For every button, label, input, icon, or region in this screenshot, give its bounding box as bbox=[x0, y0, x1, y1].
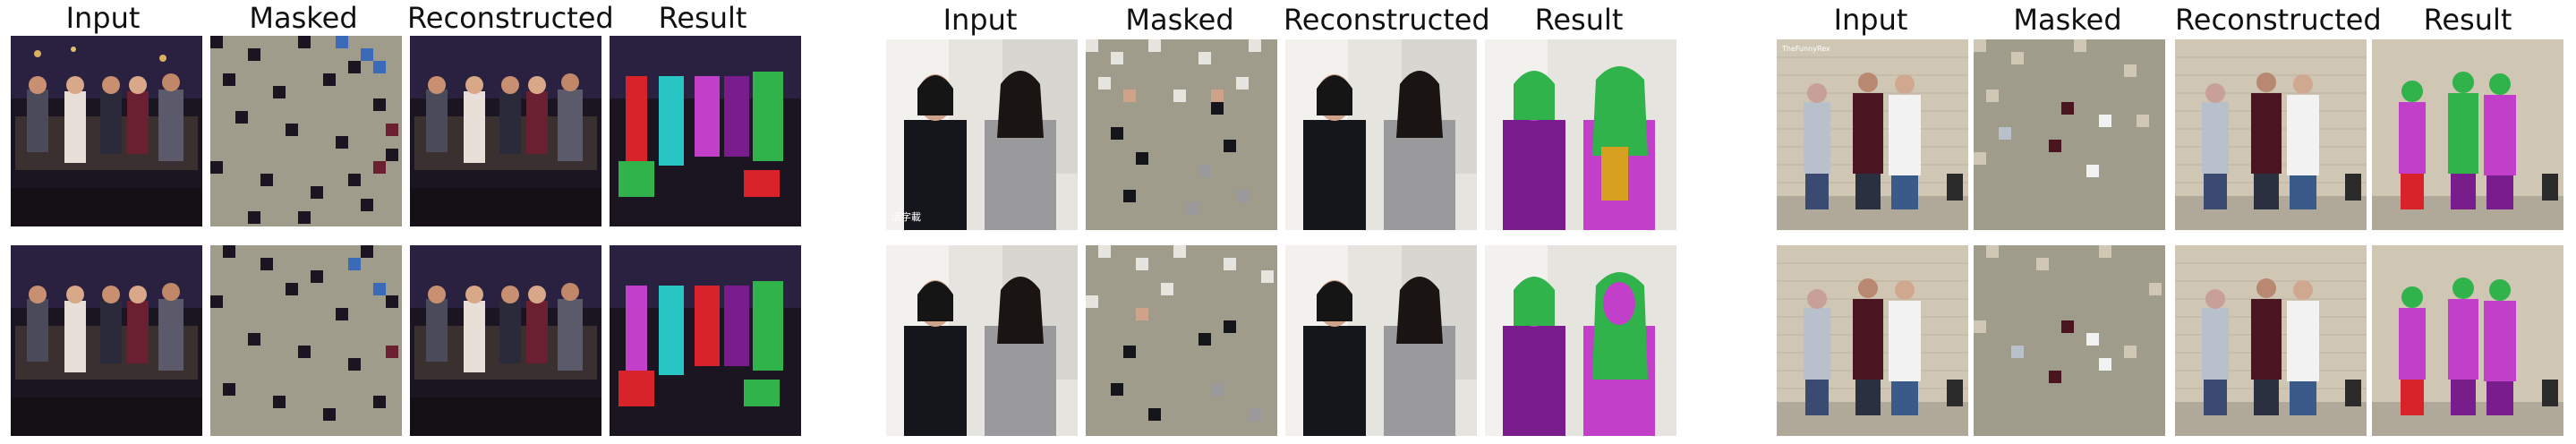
reconstructed-image bbox=[1285, 39, 1477, 230]
figure-group-talk-show: Input Masked Reconstructed Result bbox=[0, 0, 806, 444]
masked-image bbox=[1974, 245, 2165, 436]
column-label-result: Result bbox=[658, 1, 747, 35]
column-label-result: Result bbox=[2423, 3, 2512, 37]
column-label-input: Input bbox=[943, 3, 1018, 37]
column-label-input: Input bbox=[1833, 3, 1908, 37]
watermark-text: 活字載 bbox=[891, 211, 921, 223]
result-segmentation bbox=[1485, 245, 1676, 436]
masked-image bbox=[210, 36, 402, 226]
input-image: 活字載 bbox=[886, 39, 1078, 230]
watermark-text: TheFunnyRex bbox=[1782, 45, 1830, 53]
masked-image bbox=[1086, 245, 1277, 436]
figure-group-three-men: Input Masked Reconstructed Result TheFun… bbox=[1775, 0, 2576, 444]
figure-group-two-women: Input Masked Reconstructed Result 活字載 bbox=[884, 0, 1677, 444]
reconstructed-image bbox=[1285, 245, 1477, 436]
input-image bbox=[11, 36, 202, 226]
masked-image bbox=[1086, 39, 1277, 230]
result-segmentation bbox=[610, 36, 801, 226]
column-label-masked: Masked bbox=[249, 1, 358, 35]
column-label-result: Result bbox=[1534, 3, 1624, 37]
column-label-reconstructed: Reconstructed bbox=[2175, 3, 2382, 37]
result-segmentation bbox=[2372, 39, 2563, 230]
masked-image bbox=[1974, 39, 2165, 230]
result-segmentation bbox=[610, 245, 801, 436]
input-image bbox=[1777, 245, 1968, 436]
masked-image bbox=[210, 245, 402, 436]
input-image bbox=[886, 245, 1078, 436]
reconstructed-image bbox=[410, 245, 601, 436]
column-label-input: Input bbox=[65, 1, 141, 35]
column-label-reconstructed: Reconstructed bbox=[1284, 3, 1490, 37]
result-segmentation bbox=[2372, 245, 2563, 436]
input-image bbox=[11, 245, 202, 436]
reconstructed-image bbox=[2175, 39, 2367, 230]
reconstructed-image bbox=[410, 36, 601, 226]
reconstructed-image bbox=[2175, 245, 2367, 436]
result-segmentation bbox=[1485, 39, 1676, 230]
input-image: TheFunnyRex bbox=[1777, 39, 1968, 230]
column-label-reconstructed: Reconstructed bbox=[407, 1, 614, 35]
column-label-masked: Masked bbox=[2013, 3, 2122, 37]
column-label-masked: Masked bbox=[1125, 3, 1234, 37]
